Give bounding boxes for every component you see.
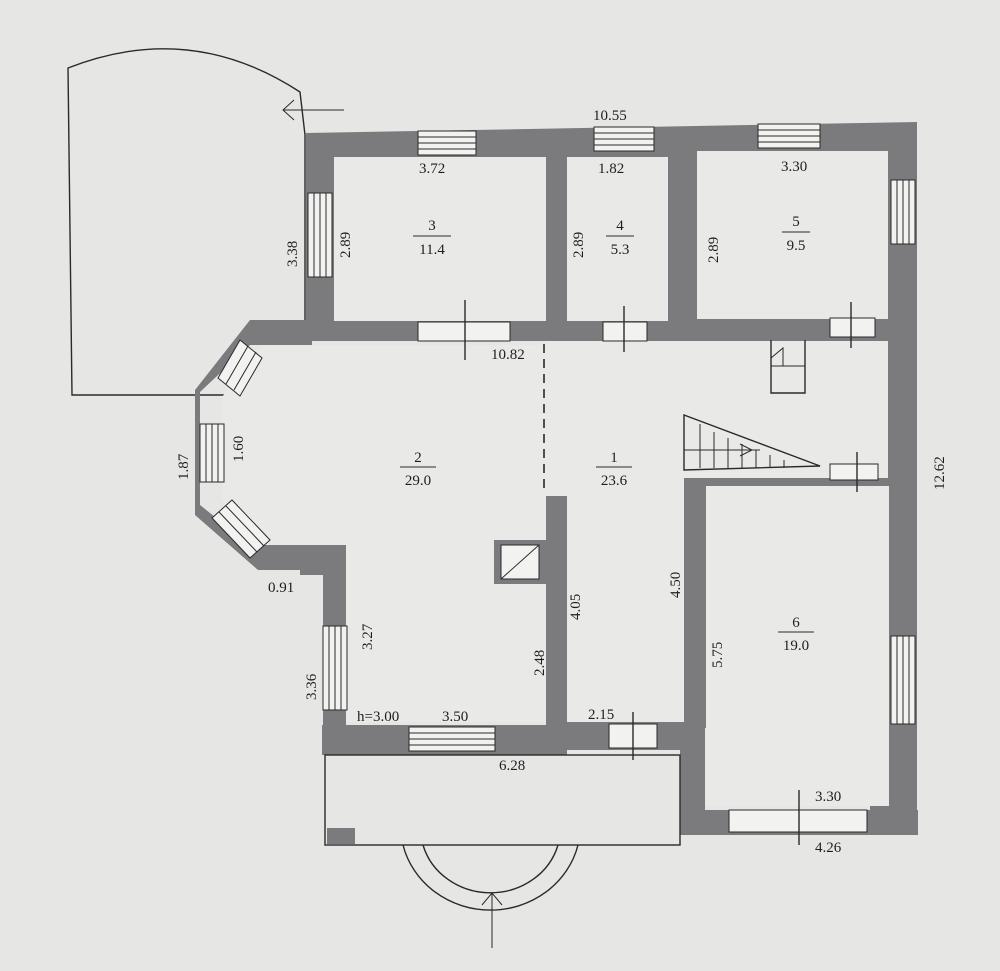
doors — [417, 300, 879, 845]
svg-text:5: 5 — [792, 214, 800, 230]
dim-room3-width: 3.72 — [419, 161, 445, 177]
room-2-floor — [222, 345, 546, 722]
door-room6-bottom — [728, 809, 868, 833]
stair-upper — [770, 340, 806, 394]
room-3-floor — [334, 157, 547, 321]
window-room3-side — [307, 192, 333, 278]
room-5-floor — [697, 151, 888, 319]
interior-walls — [312, 150, 892, 728]
svg-text:6: 6 — [792, 615, 800, 631]
dim-partition-room1: 4.05 — [568, 594, 584, 620]
room-label-6: 6 19.0 — [778, 615, 814, 654]
porch — [324, 754, 681, 846]
dim-bay-outer: 1.87 — [176, 453, 192, 480]
svg-text:23.6: 23.6 — [601, 473, 628, 489]
dim-room6-outer: 4.26 — [815, 840, 842, 856]
door-room3 — [417, 321, 511, 342]
room-label-5: 5 9.5 — [782, 214, 810, 254]
svg-text:9.5: 9.5 — [787, 238, 806, 254]
window-room4 — [593, 126, 655, 152]
dim-room5-width: 3.30 — [781, 159, 807, 175]
porch-entry-arrow — [481, 892, 503, 948]
svg-text:2: 2 — [414, 450, 422, 466]
room-6-floor — [706, 486, 889, 806]
door-room4 — [602, 321, 648, 342]
svg-text:5.3: 5.3 — [611, 242, 630, 258]
svg-text:11.4: 11.4 — [419, 242, 445, 258]
terrace-outline — [67, 48, 306, 396]
dim-total-height: 12.62 — [932, 456, 948, 490]
window-room3 — [417, 130, 477, 156]
porch-post — [327, 828, 355, 844]
dim-room2-lower-height: 3.27 — [360, 623, 376, 650]
svg-text:1: 1 — [610, 450, 618, 466]
dim-room5-height: 2.89 — [706, 237, 722, 263]
window-bay-middle — [199, 423, 225, 483]
dim-step-offset: 0.91 — [268, 580, 294, 596]
svg-text:4: 4 — [616, 218, 624, 234]
window-room5 — [757, 123, 821, 149]
dim-room1-right: 4.50 — [668, 572, 684, 598]
dim-room6-width: 3.30 — [815, 789, 841, 805]
room-label-4: 4 5.3 — [606, 218, 634, 258]
dim-porch-width: 6.28 — [499, 758, 525, 774]
window-room2-bottom — [408, 726, 496, 752]
dim-room2-bottom-width: 3.50 — [442, 709, 468, 725]
window-room6-side — [890, 635, 916, 725]
door-room6 — [829, 463, 879, 481]
room-label-1: 1 23.6 — [596, 450, 632, 489]
dim-ceiling-height: h=3.00 — [357, 709, 399, 725]
hall-floor — [686, 338, 888, 478]
dim-outer-left-bottom: 3.36 — [304, 673, 320, 700]
svg-text:19.0: 19.0 — [783, 638, 809, 654]
dim-opening-width: 2.15 — [588, 707, 614, 723]
terrace-entry-arrow — [282, 99, 344, 121]
svg-text:3: 3 — [428, 218, 436, 234]
stair-main — [683, 413, 821, 471]
dim-room4-width: 1.82 — [598, 161, 624, 177]
room-4-floor — [567, 157, 668, 321]
window-bay-upper — [217, 339, 263, 397]
window-room5-side — [890, 179, 916, 245]
dim-total-width: 10.55 — [593, 108, 627, 124]
dim-partition-height: 2.48 — [532, 650, 548, 676]
windows — [199, 123, 916, 752]
window-room2-left — [322, 625, 348, 711]
dim-room6-height: 5.75 — [710, 642, 726, 668]
dim-bay-inner: 1.60 — [231, 436, 247, 462]
room-label-3: 3 11.4 — [413, 218, 451, 258]
chimney — [494, 540, 546, 584]
dim-room4-height: 2.89 — [571, 232, 587, 258]
window-bay-lower — [211, 499, 271, 559]
room-1-floor — [546, 338, 686, 722]
door-room5 — [829, 317, 876, 338]
dim-room3-height: 2.89 — [338, 232, 354, 258]
dim-corridor-length: 10.82 — [491, 347, 525, 363]
porch-steps — [402, 844, 579, 911]
room-label-2: 2 29.0 — [400, 450, 436, 489]
svg-text:29.0: 29.0 — [405, 473, 431, 489]
dim-outer-left-top: 3.38 — [285, 241, 301, 267]
